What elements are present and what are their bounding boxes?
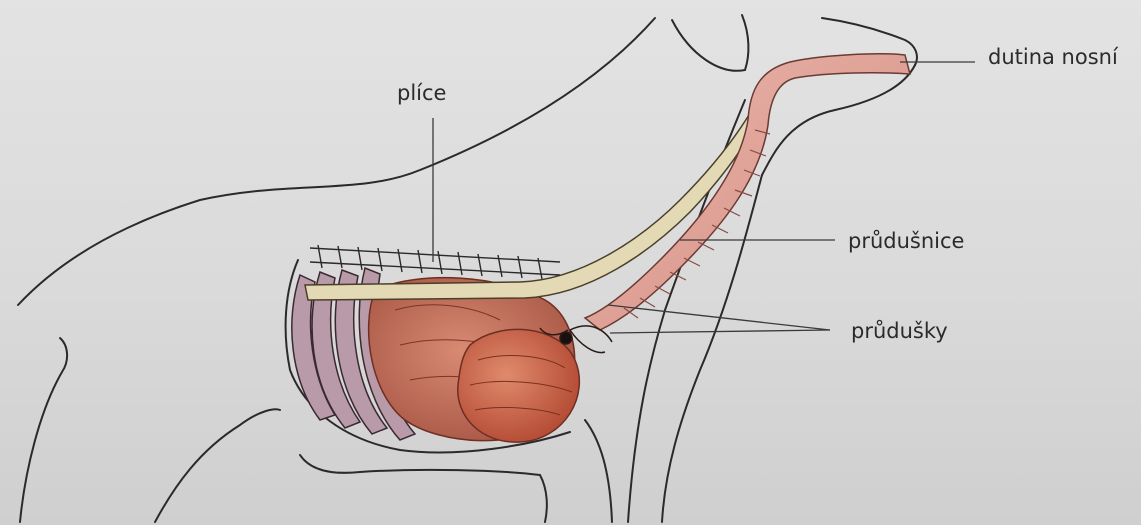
leader-bronchi-2 (610, 330, 830, 333)
hind-leg-back (20, 338, 67, 522)
ear-line (672, 15, 748, 71)
leader-bronchi-1 (608, 305, 830, 330)
hind-leg-line (155, 409, 280, 522)
label-trachea: průdušnice (848, 229, 964, 253)
label-bronchi: průdušky (851, 319, 948, 343)
label-nasal-cavity: dutina nosní (988, 45, 1118, 69)
heart (458, 329, 580, 442)
leg-line-2 (300, 455, 547, 522)
dog-outline (18, 15, 917, 522)
label-lungs: plíce (397, 81, 446, 105)
foreleg-line (585, 420, 612, 522)
trachea (585, 54, 910, 330)
